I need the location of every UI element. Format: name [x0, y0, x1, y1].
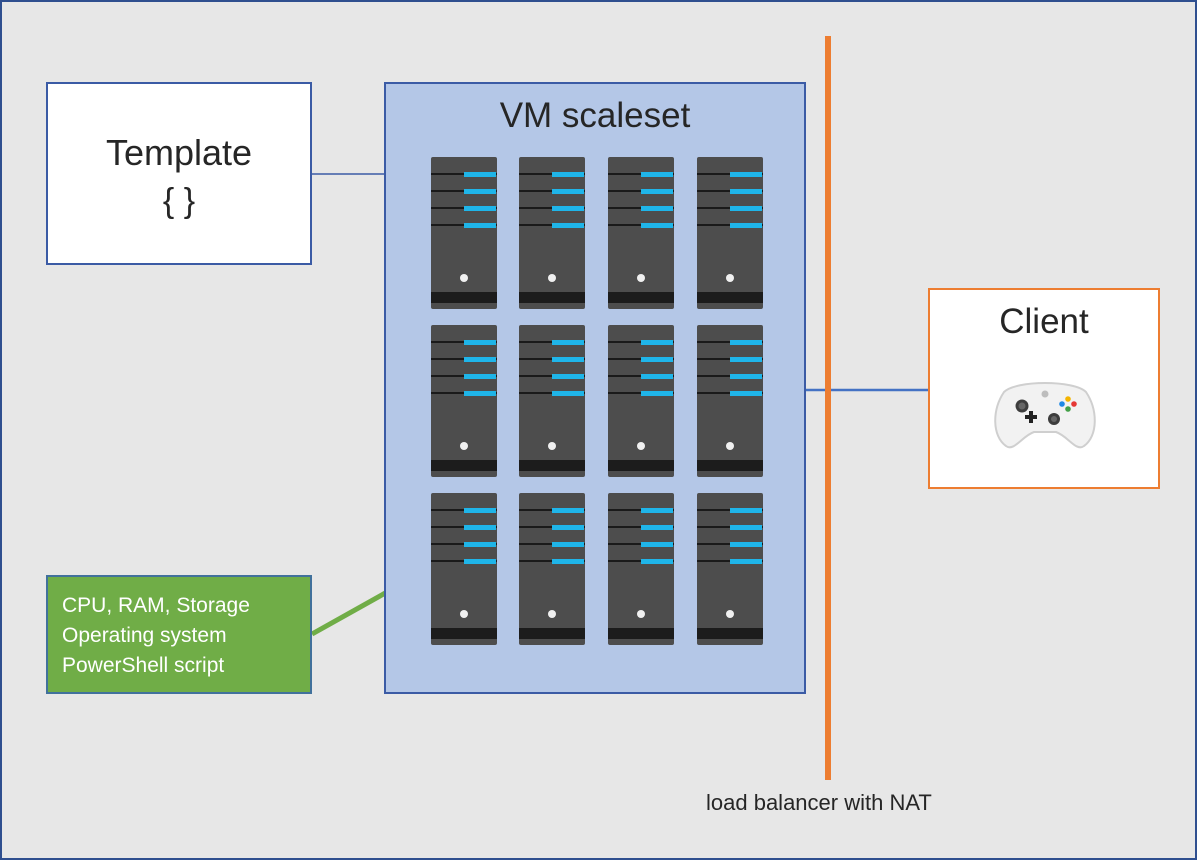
server-icon	[519, 157, 585, 309]
client-title: Client	[999, 302, 1089, 341]
server-icon	[431, 493, 497, 645]
vm-scaleset-title: VM scaleset	[499, 96, 691, 135]
template-box: Template { }	[46, 82, 312, 265]
server-icon	[608, 157, 674, 309]
template-title: Template	[105, 132, 253, 173]
server-icon	[608, 325, 674, 477]
server-icon	[431, 325, 497, 477]
template-braces: { }	[162, 182, 196, 220]
spec-line-script: PowerShell script	[62, 654, 225, 677]
server-icon	[431, 157, 497, 309]
server-icon	[697, 493, 763, 645]
client-box: Client	[928, 288, 1160, 489]
spec-line-os: Operating system	[62, 624, 227, 647]
server-icon	[697, 325, 763, 477]
server-icon	[608, 493, 674, 645]
spec-line-hardware: CPU, RAM, Storage	[62, 594, 250, 617]
server-icon	[519, 493, 585, 645]
server-icon	[519, 325, 585, 477]
server-icon	[697, 157, 763, 309]
load-balancer-label: load balancer with NAT	[706, 790, 932, 815]
vm-specs-box: CPU, RAM, Storage Operating system Power…	[46, 575, 312, 694]
game-controller-icon	[994, 382, 1096, 449]
